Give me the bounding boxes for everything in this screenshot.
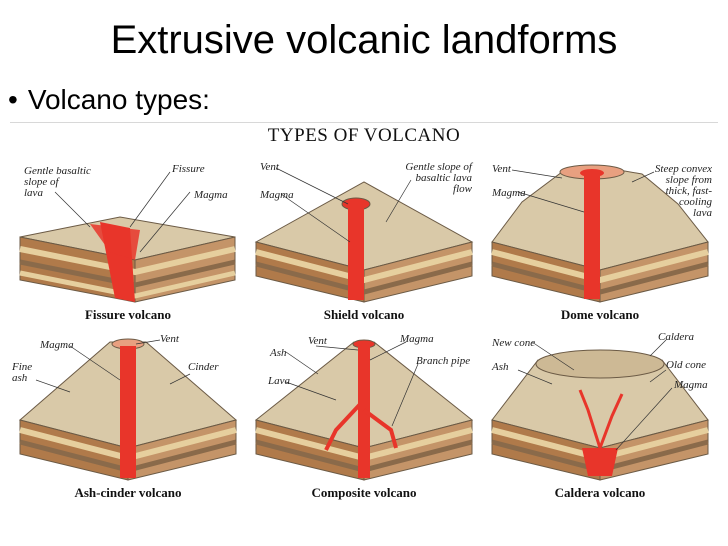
bullet-item: • Volcano types: [8, 84, 210, 116]
caption-shield-volcano: Shield volcano [323, 307, 405, 322]
panel-composite: Vent Magma Ash Branch pipe Lava Composit… [246, 330, 482, 520]
label-magma: Magma [674, 379, 708, 391]
slide-title: Extrusive volcanic landforms [110, 18, 618, 62]
panel-caldera: New cone Caldera Ash Old cone Magma Cald… [482, 330, 718, 520]
label-magma: Magma [260, 189, 294, 201]
shield-volcano-illustration [254, 167, 474, 303]
panel-shield: Vent Magma Gentle slope of basaltic lava… [246, 152, 482, 342]
bullet-text: Volcano types: [27, 84, 210, 115]
label-ash: Ash [492, 361, 509, 373]
panel-dome: Vent Magma Steep convex slope from thick… [482, 152, 718, 342]
label-steep-convex-slope: Steep convex slope from thick, fast- coo… [655, 164, 712, 219]
label-vent: Vent [492, 163, 511, 175]
label-magma: Magma [194, 189, 228, 201]
label-gentle-basaltic-slope: Gentle basaltic slope of lava [24, 166, 91, 199]
label-text: Gentle slope of basaltic lava flow [405, 161, 472, 195]
caption-caldera-volcano: Caldera volcano [554, 485, 646, 500]
label-text: Fine ash [12, 361, 33, 384]
label-magma: Magma [492, 187, 526, 199]
label-vent: Vent [260, 161, 279, 173]
bullet-icon: • [8, 84, 18, 115]
label-new-cone: New cone [492, 337, 536, 349]
figure-title: TYPES OF VOLCANO [267, 125, 461, 146]
fissure-volcano-illustration [19, 171, 236, 303]
label-fissure: Fissure [172, 163, 205, 175]
label-magma: Magma [400, 333, 434, 345]
label-text: Steep convex slope from thick, fast- coo… [654, 163, 712, 219]
caption-dome-volcano: Dome volcano [560, 307, 640, 322]
caption-fissure-volcano: Fissure volcano [84, 307, 172, 322]
caption-ash-cinder-volcano: Ash-cinder volcano [74, 485, 182, 500]
label-caldera: Caldera [658, 331, 695, 343]
label-vent: Vent [308, 335, 327, 347]
label-vent: Vent [160, 333, 179, 345]
label-ash: Ash [270, 347, 287, 359]
volcano-types-figure: TYPES OF VOLCANO Gentle basaltic slope o… [10, 122, 718, 520]
label-text: Gentle basaltic slope of lava [24, 165, 91, 199]
panel-fissure: Gentle basaltic slope of lava Fissure Ma… [10, 152, 246, 342]
label-branch-pipe: Branch pipe [416, 355, 471, 367]
dome-volcano-illustration [491, 164, 709, 303]
label-fine-ash: Fine ash [12, 362, 32, 384]
label-old-cone: Old cone [666, 359, 707, 371]
caption-composite-volcano: Composite volcano [311, 485, 417, 500]
ash-cinder-volcano-illustration [18, 338, 238, 481]
label-cinder: Cinder [188, 361, 219, 373]
composite-volcano-illustration [254, 339, 474, 481]
figure-top-border [10, 122, 718, 123]
label-gentle-slope-basaltic-lava: Gentle slope of basaltic lava flow [405, 162, 472, 195]
caldera-volcano-illustration [491, 339, 709, 481]
label-lava: Lava [268, 375, 290, 387]
label-magma: Magma [40, 339, 74, 351]
panel-ash-cinder: Magma Vent Fine ash Cinder Ash-cinder vo… [10, 330, 246, 520]
